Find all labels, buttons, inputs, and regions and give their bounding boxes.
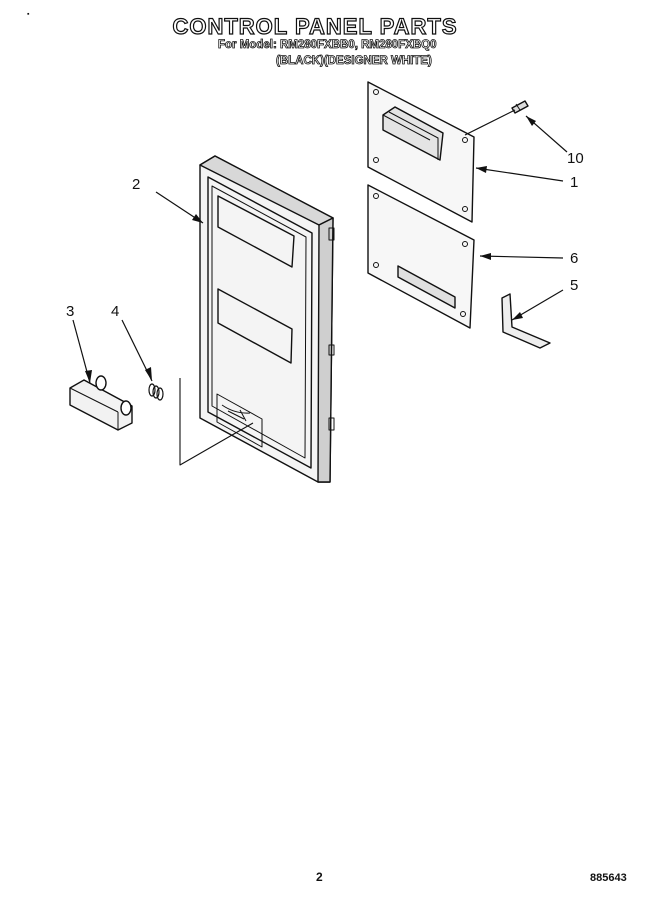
part-1-panel (367, 81, 475, 223)
part-6-panel (367, 184, 475, 329)
callout-1: 1 (570, 174, 578, 191)
model-line: For Model: RM280FXBB0, RM280FXBQ0 (218, 39, 437, 52)
part-2-control-panel (199, 155, 335, 483)
callout-4: 4 (111, 303, 119, 320)
part-5-bracket (501, 293, 551, 349)
part-10-screw (511, 100, 529, 114)
assembly-line (179, 378, 254, 466)
page-number: 2 (316, 870, 323, 884)
callout-10: 10 (567, 150, 584, 167)
part-3-button-assembly (69, 375, 133, 431)
document-number: 885643 (590, 872, 627, 884)
color-line: (BLACK)(DESIGNER WHITE) (276, 55, 433, 68)
callout-2: 2 (132, 176, 140, 193)
part-4-spring (148, 383, 164, 401)
page-title: CONTROL PANEL PARTS (172, 13, 458, 39)
corner-mark: ▪ (27, 11, 30, 18)
callout-6: 6 (570, 250, 578, 267)
callout-3: 3 (66, 303, 74, 320)
callout-5: 5 (570, 277, 578, 294)
